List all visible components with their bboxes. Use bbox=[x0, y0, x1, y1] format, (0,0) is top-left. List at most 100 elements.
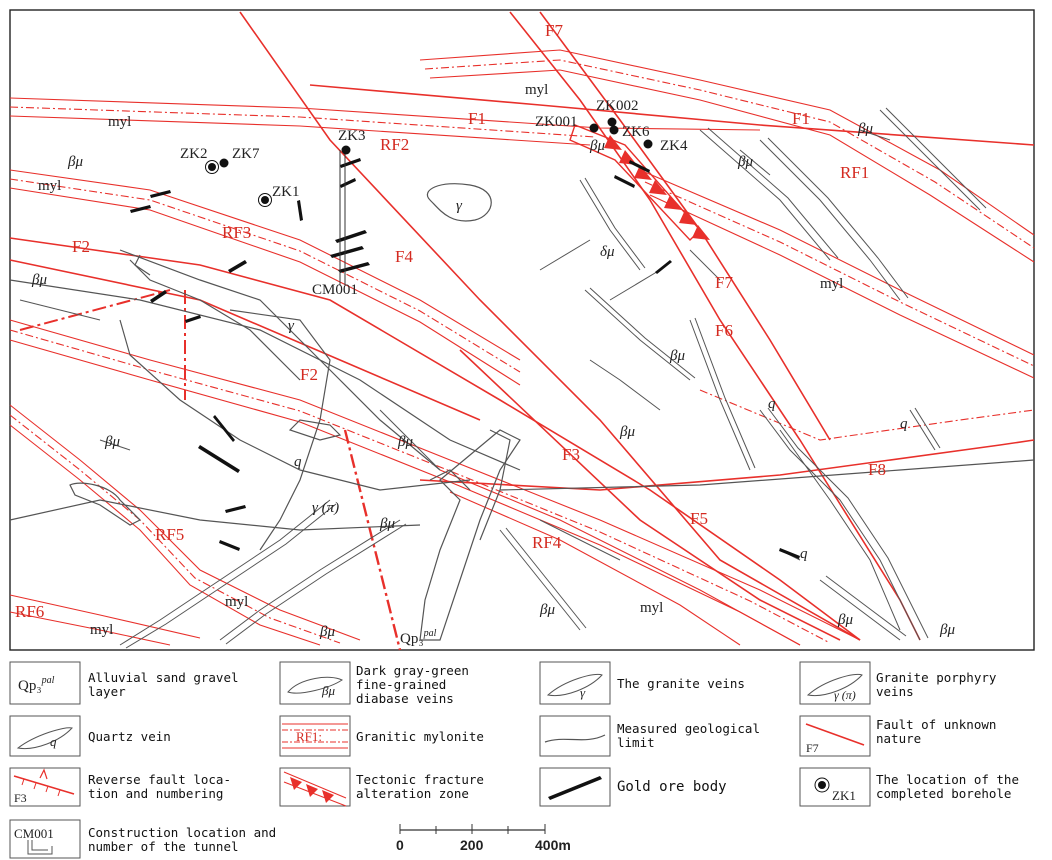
label-bm-9: βμ bbox=[619, 424, 635, 440]
label-q-4: q bbox=[800, 546, 808, 562]
label-bm-4: βμ bbox=[737, 154, 753, 170]
label-bm-2: βμ bbox=[589, 138, 605, 154]
label-myl-2: myl bbox=[525, 82, 548, 98]
scale-bar: 0 200 400m bbox=[396, 824, 571, 853]
map-content: F7 F1 F1 RF2 RF1 RF3 F2 F4 F7 F6 F2 F3 F… bbox=[9, 11, 1035, 651]
legend-symbol-tunnel: CM001 bbox=[14, 826, 54, 841]
label-bm-7: βμ bbox=[104, 434, 120, 450]
label-f2-left: F2 bbox=[72, 237, 90, 256]
borehole-zk7 bbox=[219, 158, 229, 168]
label-q-1: q bbox=[294, 454, 302, 470]
label-f6: F6 bbox=[715, 321, 733, 340]
label-bm-3: βμ bbox=[857, 121, 873, 137]
rock-labels: ZK002 ZK001 ZK6 ZK4 ZK3 ZK2 ZK7 ZK1 CM00… bbox=[31, 82, 955, 647]
label-bm-13: βμ bbox=[837, 612, 853, 628]
legend-symbol-alluvial: Qp₃pal bbox=[18, 675, 55, 694]
label-rf6: RF6 bbox=[15, 602, 44, 621]
label-f8: F8 bbox=[868, 460, 886, 479]
legend-text-fault: Fault of unknown nature bbox=[876, 717, 997, 746]
legend-text-reverse: Reverse fault loca- tion and numbering bbox=[88, 772, 231, 801]
label-zk1: ZK1 bbox=[272, 184, 300, 200]
label-cm001: CM001 bbox=[312, 282, 358, 298]
label-bm-10: βμ bbox=[379, 516, 395, 532]
borehole-zk1 bbox=[261, 196, 269, 204]
legend-text-granite: The granite veins bbox=[617, 676, 745, 691]
boreholes bbox=[205, 117, 653, 207]
label-myl-6: myl bbox=[90, 622, 113, 638]
borehole-zk2 bbox=[208, 163, 216, 171]
label-f7-top: F7 bbox=[545, 21, 563, 40]
label-f1-left: F1 bbox=[468, 109, 486, 128]
legend-text-ore: Gold ore body bbox=[617, 779, 727, 795]
label-gamma-2: γ bbox=[288, 318, 295, 334]
label-myl-1: myl bbox=[108, 114, 131, 130]
label-f2-mid: F2 bbox=[300, 365, 318, 384]
label-myl-4: myl bbox=[820, 276, 843, 292]
label-f3: F3 bbox=[562, 445, 580, 464]
label-f1-right: F1 bbox=[792, 109, 810, 128]
label-f5: F5 bbox=[690, 509, 708, 528]
label-zk2: ZK2 bbox=[180, 146, 208, 162]
label-q-2: q bbox=[768, 396, 776, 412]
borehole-zk3 bbox=[341, 145, 351, 155]
legend-text-mylonite: Granitic mylonite bbox=[356, 729, 484, 744]
fracture-zone bbox=[569, 124, 710, 242]
label-bm-8: βμ bbox=[397, 434, 413, 450]
legend-symbol-diabase: βμ bbox=[321, 683, 335, 698]
scale-tick-200: 200 bbox=[460, 837, 484, 853]
legend-symbol-mylonite: RF1: bbox=[296, 729, 322, 744]
label-rf1: RF1 bbox=[840, 163, 869, 182]
legend-symbol-porphyry: γ (π) bbox=[834, 688, 856, 702]
label-qp: Qp₃pal bbox=[400, 628, 437, 647]
borehole-zk4 bbox=[643, 139, 653, 149]
label-bm-12: βμ bbox=[319, 624, 335, 640]
label-rf3: RF3 bbox=[222, 223, 251, 242]
label-rf4: RF4 bbox=[532, 533, 562, 552]
label-bm-6: βμ bbox=[669, 348, 685, 364]
legend-text-quartz: Quartz vein bbox=[88, 729, 171, 744]
gold-ore-bodies bbox=[130, 158, 800, 559]
label-zk7: ZK7 bbox=[232, 146, 260, 162]
label-zk6: ZK6 bbox=[622, 124, 650, 140]
legend-text-diabase: Dark gray-green fine-grained diabase vei… bbox=[356, 663, 469, 706]
label-q-3: q bbox=[900, 416, 908, 432]
label-zk001: ZK001 bbox=[535, 114, 578, 130]
scale-tick-400: 400m bbox=[535, 837, 571, 853]
mylonite-bands bbox=[9, 49, 1035, 651]
legend-text-porphyry: Granite porphyry veins bbox=[876, 670, 997, 699]
label-zk4: ZK4 bbox=[660, 138, 688, 154]
label-gamma-pi: γ (π) bbox=[312, 500, 339, 516]
label-f7-mid: F7 bbox=[715, 273, 733, 292]
label-f4: F4 bbox=[395, 247, 413, 266]
label-bm-5: βμ bbox=[31, 272, 47, 288]
label-rf2: RF2 bbox=[380, 135, 409, 154]
label-bm-1: βμ bbox=[67, 154, 83, 170]
legend-text-borehole: The location of the completed borehole bbox=[876, 772, 1019, 801]
legend-symbol-quartz: q bbox=[50, 734, 57, 749]
legend-symbol-borehole: ZK1 bbox=[832, 788, 856, 803]
borehole-zk6 bbox=[609, 125, 619, 135]
legend: Qp₃pal βμ γ γ (π) q RF1: F7 bbox=[9, 661, 871, 859]
label-myl-3: myl bbox=[38, 178, 61, 194]
scale-tick-0: 0 bbox=[396, 837, 404, 853]
borehole-zk002 bbox=[607, 117, 617, 127]
diabase-veins bbox=[19, 107, 987, 649]
legend-text-limit: Measured geological limit bbox=[617, 721, 760, 750]
label-gamma-1: γ bbox=[456, 198, 463, 214]
geological-limits bbox=[9, 183, 1035, 641]
legend-text-tunnel: Construction location and number of the … bbox=[88, 825, 277, 854]
legend-symbol-reverse: F3 bbox=[14, 791, 27, 805]
legend-text-alluvial: Alluvial sand gravel layer bbox=[88, 670, 239, 699]
borehole-zk001 bbox=[589, 123, 599, 133]
label-rf5: RF5 bbox=[155, 525, 184, 544]
label-myl-7: myl bbox=[640, 600, 663, 616]
label-bm-11: βμ bbox=[539, 602, 555, 618]
label-zk002: ZK002 bbox=[596, 98, 639, 114]
tunnel-cm001 bbox=[339, 150, 346, 285]
label-dm: δμ bbox=[600, 244, 615, 260]
label-bm-14: βμ bbox=[939, 622, 955, 638]
label-zk3: ZK3 bbox=[338, 128, 366, 144]
label-myl-5: myl bbox=[225, 594, 248, 610]
map-frame bbox=[9, 9, 1035, 651]
